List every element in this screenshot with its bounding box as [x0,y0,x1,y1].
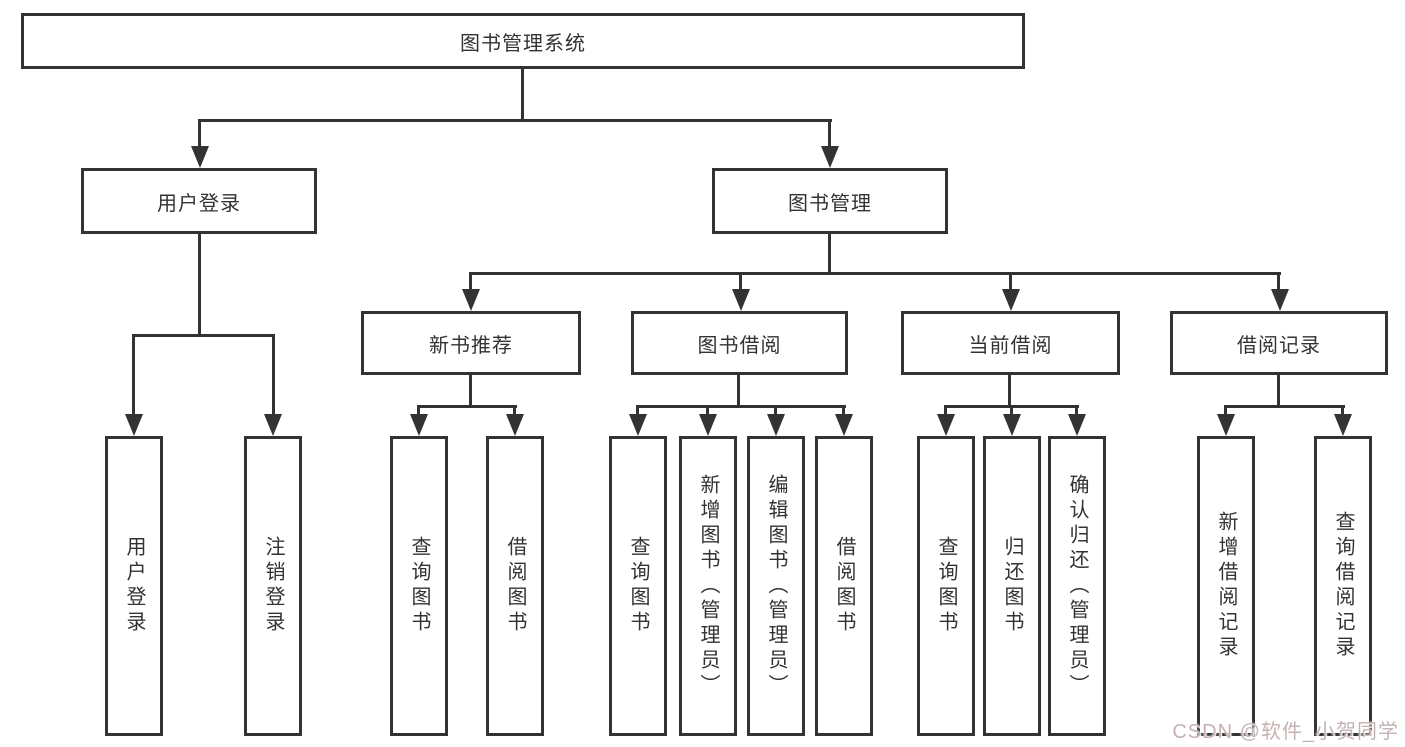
node-label: 用户登录 [123,536,145,636]
connector-line [739,272,742,294]
arrowhead-down-icon [462,289,480,311]
node-label: 图书管理 [788,192,872,215]
arrowhead-down-icon [821,146,839,168]
connector-line [1010,405,1013,419]
node-user-login-branch: 用户登录 [81,168,317,234]
arrowhead-down-icon [1068,414,1086,436]
leaf-query-borrowing-record: 查询借阅记录 [1314,436,1372,736]
arrowhead-down-icon [410,414,428,436]
node-book-borrowing: 图书借阅 [631,311,848,375]
node-current-borrowing: 当前借阅 [901,311,1120,375]
node-label: 图书借阅 [697,334,782,357]
connector-line [828,119,831,151]
connector-line [1009,272,1012,294]
node-book-management-system: 图书管理系统 [21,13,1025,69]
connector-line [469,375,472,408]
node-label: 新书推荐 [429,334,513,357]
node-label: 新增图书（管理员） [697,473,719,699]
node-book-management-branch: 图书管理 [712,168,948,234]
connector-line [469,272,472,294]
arrowhead-down-icon [1003,414,1021,436]
arrowhead-down-icon [1334,414,1352,436]
connector-line [737,375,740,408]
connector-line [1224,405,1345,408]
connector-line [198,234,201,337]
arrowhead-down-icon [506,414,524,436]
arrowhead-down-icon [767,414,785,436]
leaf-return-books: 归还图书 [983,436,1041,736]
connector-line [1008,375,1011,408]
connector-line [636,405,846,408]
leaf-logout: 注销登录 [244,436,302,736]
connector-line [272,334,275,419]
connector-line [132,334,135,419]
connector-line [774,405,777,419]
leaf-confirm-return-admin: 确认归还（管理员） [1048,436,1106,736]
connector-line [828,234,831,275]
connector-line [417,405,517,408]
arrowhead-down-icon [835,414,853,436]
node-label: 图书管理系统 [460,32,586,55]
leaf-query-books: 查询图书 [609,436,667,736]
arrowhead-down-icon [191,146,209,168]
node-label: 确认归还（管理员） [1066,473,1088,699]
connector-line [1277,375,1280,408]
connector-line [636,405,639,419]
arrowhead-down-icon [125,414,143,436]
arrowhead-down-icon [1271,289,1289,311]
arrowhead-down-icon [1002,289,1020,311]
leaf-user-login: 用户登录 [105,436,163,736]
leaf-query-books: 查询图书 [917,436,975,736]
leaf-borrow-books: 借阅图书 [815,436,873,736]
arrowhead-down-icon [264,414,282,436]
node-label: 借阅图书 [833,536,855,636]
node-label: 查询图书 [627,536,649,636]
node-label: 注销登录 [262,536,284,636]
connector-line [521,69,524,121]
connector-line [198,119,201,151]
node-label: 当前借阅 [968,334,1053,357]
leaf-add-books-admin: 新增图书（管理员） [679,436,737,736]
connector-line [1075,405,1078,419]
node-label: 归还图书 [1001,536,1023,636]
node-new-book-recommendation: 新书推荐 [361,311,581,375]
connector-line [513,405,516,419]
arrowhead-down-icon [1217,414,1235,436]
connector-line [417,405,420,419]
node-label: 新增借阅记录 [1215,511,1237,661]
leaf-edit-books-admin: 编辑图书（管理员） [747,436,805,736]
connector-line [944,405,947,419]
node-borrowing-records: 借阅记录 [1170,311,1388,375]
node-label: 借阅记录 [1237,334,1321,357]
connector-line [842,405,845,419]
node-label: 查询图书 [935,536,957,636]
leaf-query-books: 查询图书 [390,436,448,736]
arrowhead-down-icon [732,289,750,311]
connector-line [1224,405,1227,419]
node-label: 查询借阅记录 [1332,511,1354,661]
connector-line [470,272,1281,275]
node-label: 用户登录 [157,192,241,215]
node-label: 查询图书 [408,536,430,636]
leaf-borrow-books: 借阅图书 [486,436,544,736]
connector-line [132,334,275,337]
leaf-add-borrowing-record: 新增借阅记录 [1197,436,1255,736]
node-label: 编辑图书（管理员） [765,473,787,699]
connector-line [1277,272,1280,294]
connector-line [198,119,832,122]
arrowhead-down-icon [629,414,647,436]
node-label: 借阅图书 [504,536,526,636]
arrowhead-down-icon [937,414,955,436]
connector-line [1341,405,1344,419]
connector-line [706,405,709,419]
arrowhead-down-icon [699,414,717,436]
csdn-watermark: CSDN @软件_小贺同学 [1172,721,1399,743]
